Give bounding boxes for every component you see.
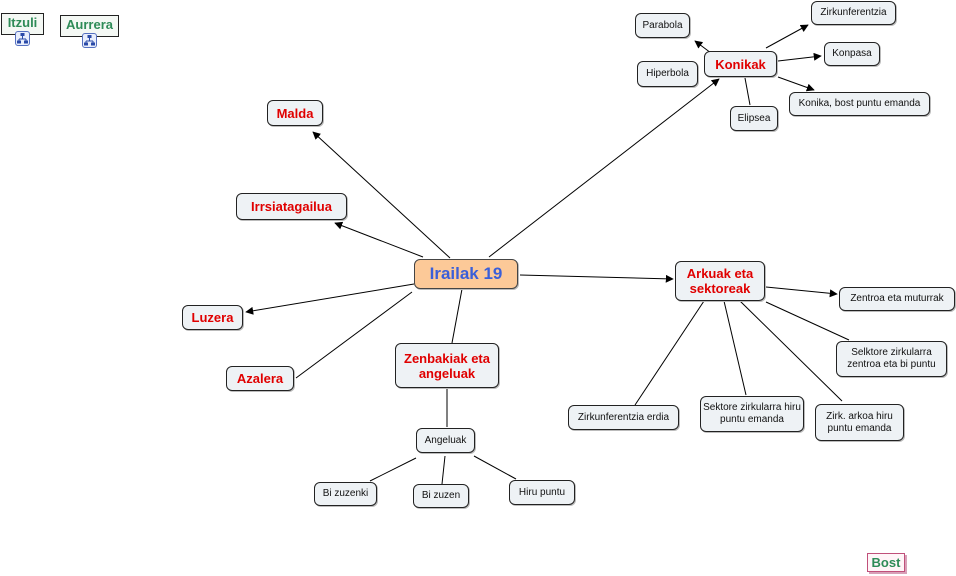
topic-arkuak[interactable]: Arkuak eta sektoreak: [675, 261, 765, 301]
node-zirk-arkoa[interactable]: Zirk. arkoa hiru puntu emanda: [815, 404, 904, 441]
topic-azalera[interactable]: Azalera: [226, 366, 294, 391]
topic-malda[interactable]: Malda: [267, 100, 323, 126]
node-sektore-hiru-puntu[interactable]: Sektore zirkularra hiru puntu emanda: [700, 396, 804, 432]
topic-luzera[interactable]: Luzera: [182, 305, 243, 330]
concept-map-glyph: [84, 35, 95, 46]
concept-map-icon[interactable]: [15, 31, 30, 46]
next-button-bost[interactable]: Bost: [867, 553, 905, 572]
node-elipsea[interactable]: Elipsea: [730, 106, 778, 131]
node-parabola[interactable]: Parabola: [635, 13, 690, 38]
node-bi-zuzen[interactable]: Bi zuzen: [413, 484, 469, 508]
central-node[interactable]: Irailak 19: [414, 259, 518, 289]
topic-irrsiatagailua[interactable]: Irrsiatagailua: [236, 193, 347, 220]
node-angeluak[interactable]: Angeluak: [416, 428, 475, 453]
node-bi-zuzenki[interactable]: Bi zuzenki: [314, 482, 377, 506]
topic-konikak[interactable]: Konikak: [704, 51, 777, 77]
node-sektore-zentroa[interactable]: Selktore zirkularra zentroa eta bi puntu: [836, 341, 947, 377]
forward-button[interactable]: Aurrera: [60, 15, 119, 37]
node-hiru-puntu[interactable]: Hiru puntu: [509, 480, 575, 505]
node-konpasa[interactable]: Konpasa: [824, 42, 880, 66]
node-zentroa-muturrak[interactable]: Zentroa eta muturrak: [839, 287, 955, 311]
topic-zenbakiak[interactable]: Zenbakiak eta angeluak: [395, 343, 499, 388]
node-konika-bost-puntu[interactable]: Konika, bost puntu emanda: [789, 92, 930, 116]
node-zirkunferentzia[interactable]: Zirkunferentzia: [811, 1, 896, 25]
concept-map-icon[interactable]: [82, 33, 97, 48]
back-button[interactable]: Itzuli: [1, 13, 44, 35]
node-hiperbola[interactable]: Hiperbola: [637, 61, 698, 87]
concept-map-glyph: [17, 33, 28, 44]
node-zirkunferentzia-erdia[interactable]: Zirkunferentzia erdia: [568, 405, 679, 430]
